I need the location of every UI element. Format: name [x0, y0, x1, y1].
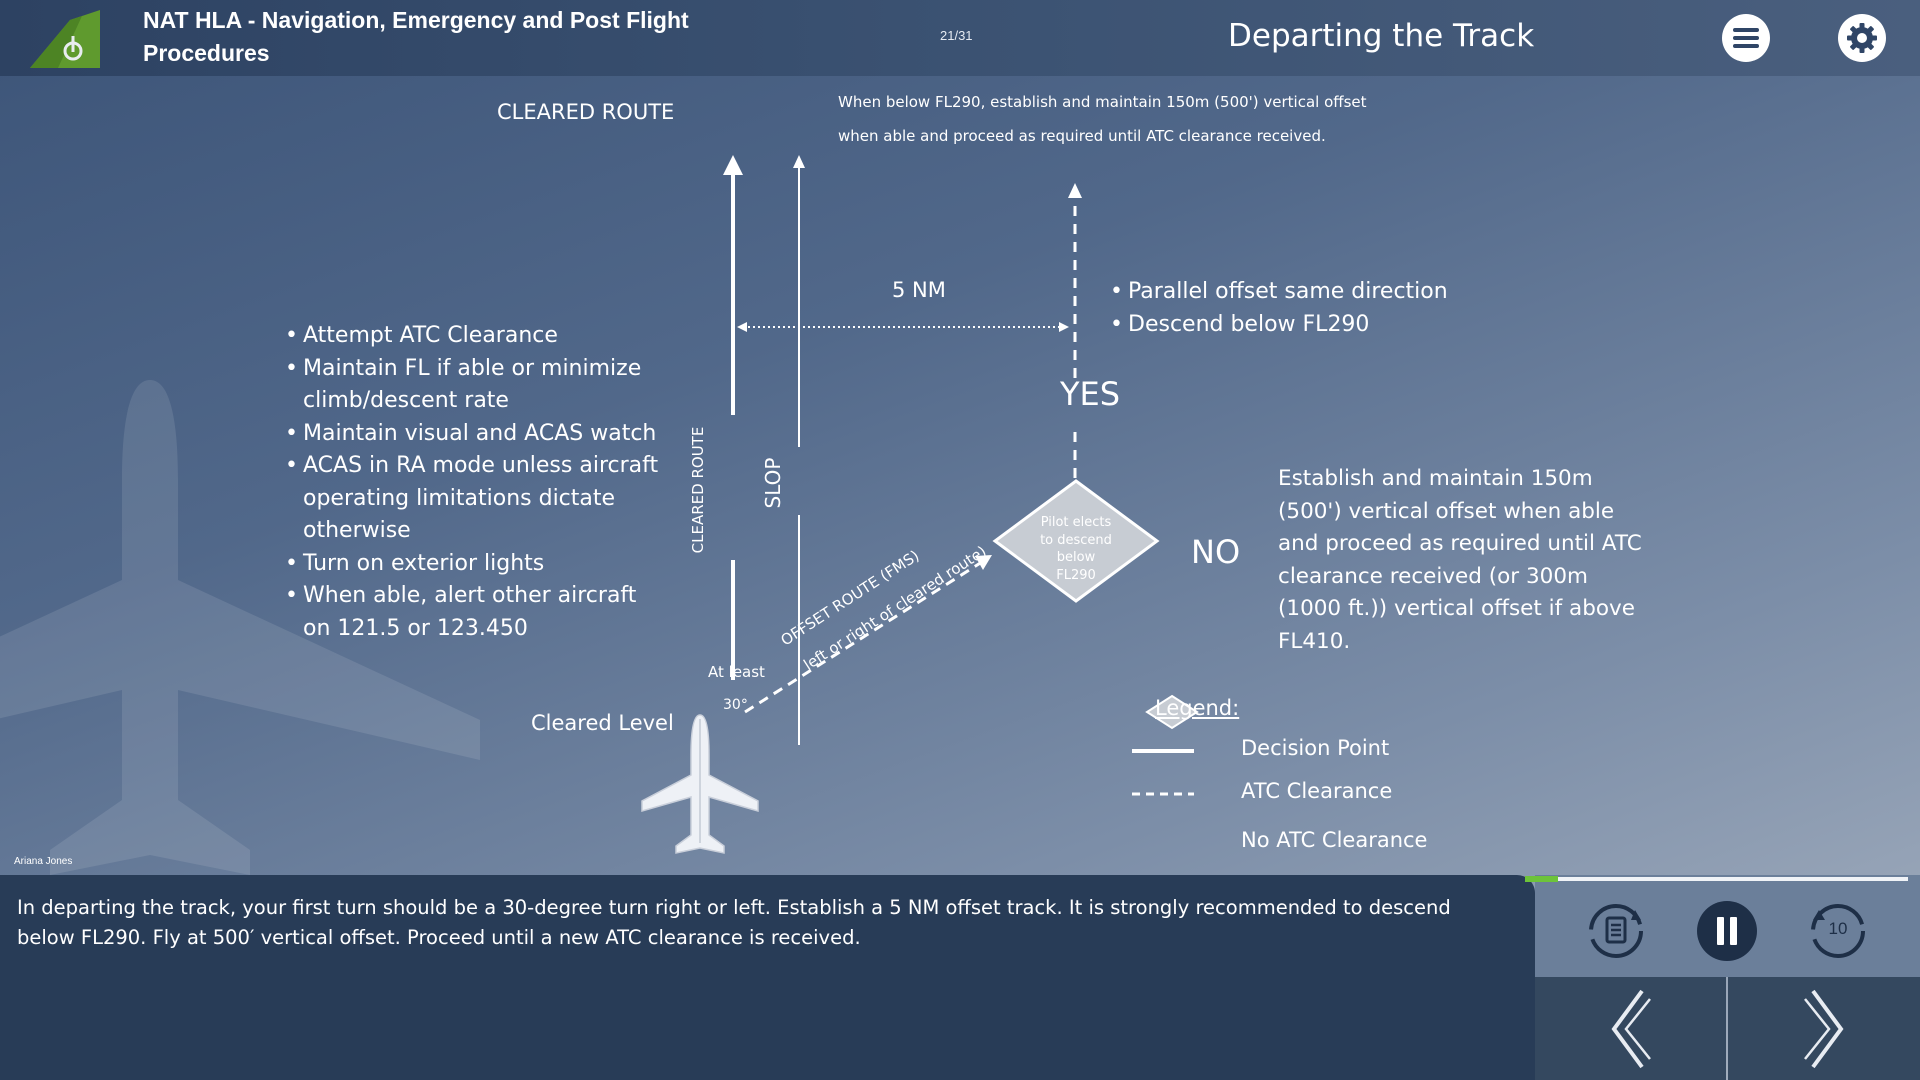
list-item: Parallel offset same direction: [1110, 275, 1530, 308]
top-note-line-1: When below FL290, establish and maintain…: [838, 93, 1367, 111]
decision-text: Pilot elects to descend below FL290: [1040, 515, 1112, 583]
gear-icon: [1847, 23, 1877, 53]
pause-icon: [1697, 901, 1757, 961]
legend-item-no-atc-clearance: No ATC Clearance: [1241, 828, 1428, 852]
pause-button[interactable]: [1696, 900, 1758, 962]
airline-tail-logo: [30, 10, 100, 68]
right-bullet-list: Parallel offset same direction Descend b…: [1110, 275, 1530, 341]
cleared-level-label: Cleared Level: [531, 711, 674, 735]
caption-text: In departing the track, your first turn …: [17, 896, 1451, 949]
transcript-icon: [1589, 904, 1643, 958]
transcript-button[interactable]: [1585, 900, 1647, 962]
left-bullet-list: Attempt ATC Clearance Maintain FL if abl…: [285, 320, 725, 645]
replay-10-icon: [1811, 904, 1865, 958]
no-paragraph: Establish and maintain 150m (500') verti…: [1278, 466, 1642, 654]
list-item: Attempt ATC Clearance: [285, 320, 725, 353]
slide-title: Departing the Track: [1228, 18, 1535, 54]
top-note: When below FL290, establish and maintain…: [838, 85, 1367, 153]
legend-title: Legend:: [1155, 696, 1240, 720]
top-bar: NAT HLA - Navigation, Emergency and Post…: [0, 0, 1920, 76]
page-counter: 21/31: [940, 28, 973, 43]
caption-panel: In departing the track, your first turn …: [0, 875, 1535, 1080]
cleared-route-arrowhead: [723, 155, 743, 175]
list-item: Maintain visual and ACAS watch: [285, 418, 725, 451]
list-item: Turn on exterior lights: [285, 548, 725, 581]
progress-bar-fill: [1525, 876, 1558, 882]
author-label: Ariana Jones: [14, 856, 73, 867]
chevron-left-icon: [1611, 989, 1651, 1068]
course-title: NAT HLA - Navigation, Emergency and Post…: [143, 7, 689, 66]
top-note-line-2: when able and proceed as required until …: [838, 127, 1326, 145]
departing-track-diagram: [641, 155, 1199, 854]
list-item: ACAS in RA mode unless aircraftoperating…: [285, 450, 725, 548]
legend-item-atc-clearance: ATC Clearance: [1241, 779, 1393, 803]
background-plane-silhouette: [0, 380, 480, 875]
legend-item-decision-point: Decision Point: [1241, 736, 1390, 760]
slop-label: SLOP: [761, 457, 785, 509]
progress-bar[interactable]: [1525, 877, 1908, 881]
offset-route-line: [744, 558, 986, 714]
hamburger-menu-icon: [1733, 28, 1759, 48]
at-least-label: At least: [708, 663, 765, 681]
chevron-right-icon: [1804, 989, 1844, 1068]
airplane-icon: [641, 714, 759, 854]
menu-button[interactable]: [1722, 14, 1770, 62]
angle-label: 30°: [723, 697, 748, 713]
legend-diamond-icon: [1145, 694, 1199, 730]
replay-10-button[interactable]: 10: [1807, 900, 1869, 962]
list-item: Maintain FL if able or minimizeclimb/des…: [285, 353, 725, 418]
replay-seconds: 10: [1828, 919, 1848, 938]
settings-button[interactable]: [1838, 14, 1886, 62]
previous-button[interactable]: [1535, 977, 1726, 1080]
decision-diamond: [992, 479, 1160, 603]
no-label: NO: [1191, 533, 1241, 571]
yes-arrowhead: [1068, 183, 1082, 198]
cleared-route-vertical-label: CLEARED ROUTE: [689, 426, 707, 554]
cleared-route-heading: CLEARED ROUTE: [497, 100, 675, 124]
slop-arrowhead: [793, 155, 805, 168]
yes-label: YES: [1060, 375, 1121, 413]
distance-label: 5 NM: [892, 278, 946, 302]
list-item: Descend below FL290: [1110, 308, 1530, 341]
next-button[interactable]: [1728, 977, 1920, 1080]
